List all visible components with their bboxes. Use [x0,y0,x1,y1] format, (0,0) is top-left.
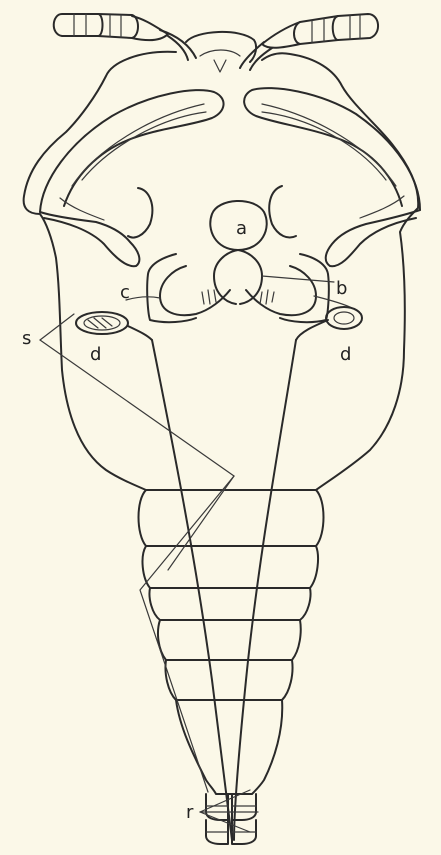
right-antenna [240,14,378,70]
abdomen-segment-5 [165,660,292,700]
label-a: a [236,218,247,239]
right-maxilliped [244,88,420,266]
label-b: b [336,278,347,299]
abdomen-segment-2 [143,546,318,588]
left-antenna [54,14,196,60]
line-b [262,276,334,282]
telson [206,794,256,844]
left-maxilliped [40,90,224,266]
left-appendage-d [76,312,152,340]
label-c: c [120,282,130,303]
label-r: r [186,802,194,823]
abdomen-segment-3 [149,588,310,620]
label-d-left: d [90,344,101,365]
abdomen-segment-4 [158,620,301,660]
pointer-lines-s [40,314,234,792]
head [186,32,256,72]
abdomen-segment-1 [139,490,324,546]
stylets [152,340,296,840]
abdomen-segment-6 [176,700,282,794]
label-d-right: d [340,344,351,365]
abdomen [139,490,324,794]
line-c [126,297,160,300]
carapace-outline [24,52,419,490]
label-s: s [22,328,31,349]
